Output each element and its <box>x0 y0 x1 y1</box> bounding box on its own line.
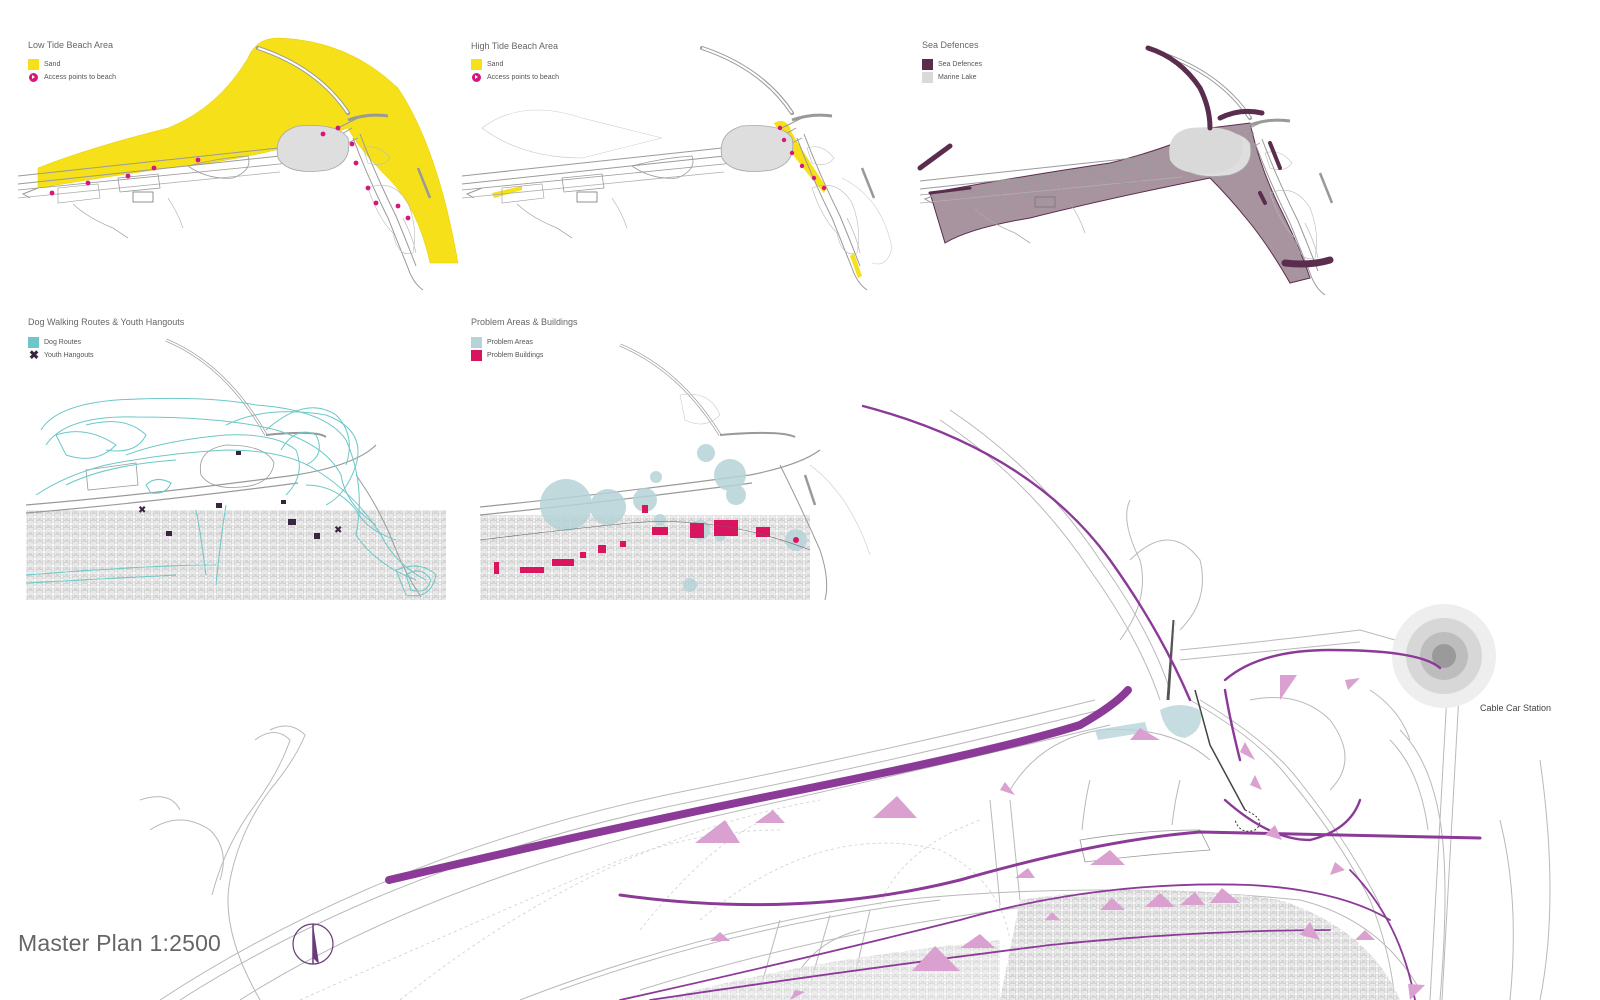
north-arrow-icon <box>292 923 334 965</box>
panel-title-dog-walking: Dog Walking Routes & Youth Hangouts <box>28 317 185 327</box>
legend-label: Marine Lake <box>938 74 977 81</box>
legend-label: Problem Areas <box>487 339 533 346</box>
legend-low-tide: Sand Access points to beach <box>28 58 116 84</box>
panel-title-problem-areas: Problem Areas & Buildings <box>471 317 578 327</box>
master-plan-title: Master Plan 1:2500 <box>18 930 222 956</box>
legend-label: Access points to beach <box>487 74 559 81</box>
legend-item-dog-routes: Dog Routes <box>28 336 94 349</box>
low-tide-map <box>16 37 459 292</box>
panel-title-high-tide: High Tide Beach Area <box>471 41 559 51</box>
cable-car-station-marker <box>1392 604 1496 708</box>
sea-defences-map <box>917 45 1334 297</box>
marine-lake-swatch <box>922 72 933 83</box>
legend-item-access: Access points to beach <box>471 71 559 84</box>
svg-text:✖: ✖ <box>334 525 342 536</box>
cable-car-station-label: Cable Car Station <box>1480 703 1552 713</box>
problem-area-swatch <box>471 337 482 348</box>
access-point-icon <box>29 73 38 82</box>
panel-title-sea-defences: Sea Defences <box>922 40 979 50</box>
sand-swatch <box>28 59 39 70</box>
purple-routes <box>385 404 1482 1000</box>
legend-label: Youth Hangouts <box>44 352 94 359</box>
legend-problem-areas: Problem Areas Problem Buildings <box>471 336 543 362</box>
legend-item-access: Access points to beach <box>28 71 116 84</box>
master-plan-map <box>139 404 1551 1000</box>
access-point-icon <box>472 73 481 82</box>
youth-hangout-markers: ✖ ✖ <box>138 451 342 539</box>
dog-route-swatch <box>28 337 39 348</box>
legend-item-sand: Sand <box>471 58 559 71</box>
legend-label: Problem Buildings <box>487 352 544 359</box>
youth-hangout-cross-icon: ✖ <box>28 348 40 362</box>
problem-building-swatch <box>471 350 482 361</box>
legend-label: Sand <box>44 61 61 68</box>
legend-item-youth-hangouts: ✖ Youth Hangouts <box>28 349 94 362</box>
legend-label: Sand <box>487 61 504 68</box>
dog-routes <box>25 397 437 597</box>
dog-walking-map: ✖ ✖ <box>25 338 446 600</box>
access-points <box>777 125 827 191</box>
sea-defence-swatch <box>922 59 933 70</box>
access-points <box>49 125 411 221</box>
legend-item-problem-areas: Problem Areas <box>471 336 543 349</box>
problem-areas-map <box>479 343 871 601</box>
legend-item-sand: Sand <box>28 58 116 71</box>
sea-defence-walls <box>917 45 1334 268</box>
activity-triangles <box>695 675 1425 1000</box>
legend-label: Sea Defences <box>938 61 982 68</box>
legend-item-marine-lake: Marine Lake <box>922 71 982 84</box>
high-tide-map <box>460 46 893 292</box>
legend-high-tide: Sand Access points to beach <box>471 58 559 84</box>
legend-item-sea-defences: Sea Defences <box>922 58 982 71</box>
legend-label: Access points to beach <box>44 74 116 81</box>
legend-dog-walking: Dog Routes ✖ Youth Hangouts <box>28 336 94 362</box>
svg-text:✖: ✖ <box>138 505 146 516</box>
sand-swatch <box>471 59 482 70</box>
legend-item-problem-buildings: Problem Buildings <box>471 349 543 362</box>
legend-label: Dog Routes <box>44 339 81 346</box>
panel-title-low-tide: Low Tide Beach Area <box>28 40 114 50</box>
problem-buildings <box>494 505 799 574</box>
legend-sea-defences: Sea Defences Marine Lake <box>922 58 982 84</box>
